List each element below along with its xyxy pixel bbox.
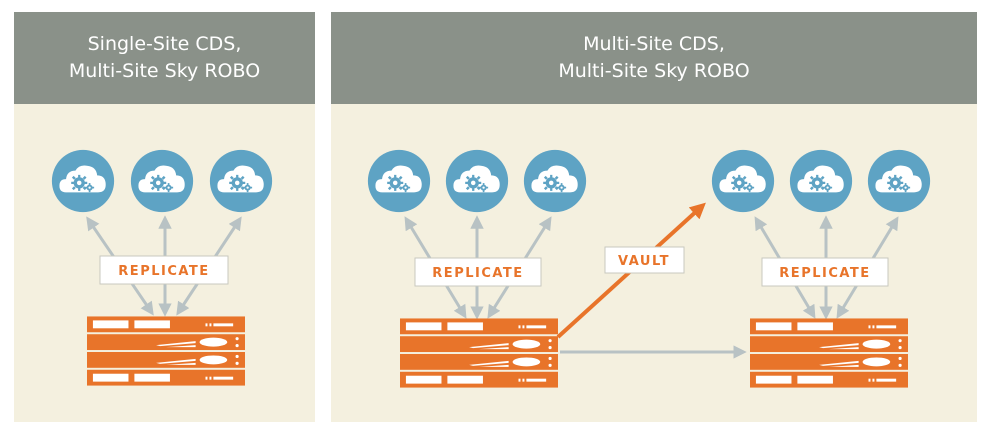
cloud-gear-icon [867,149,931,213]
multi-site-title-line1: Multi-Site CDS, [583,33,725,55]
left-replicate-label: REPLICATE [99,255,229,285]
cloud-gear-icon [523,149,587,213]
site-a-replicate-label: REPLICATE [414,257,542,287]
single-site-header: Single-Site CDS, Multi-Site Sky ROBO [14,12,315,104]
cloud-gear-icon [711,149,775,213]
cloud-gear-icon [51,149,115,213]
replicate-text: REPLICATE [118,264,209,279]
server-rack-icon [750,318,908,388]
site-b-replicate-label: REPLICATE [761,257,889,287]
replicate-text: REPLICATE [432,266,523,281]
replicate-text: REPLICATE [779,266,870,281]
single-site-title-line1: Single-Site CDS, [87,33,242,55]
server-rack-icon [87,316,245,386]
single-site-title-line2: Multi-Site Sky ROBO [68,60,261,82]
multi-site-title-line2: Multi-Site Sky ROBO [558,60,750,82]
cloud-gear-icon [209,149,273,213]
server-rack-icon [400,318,558,388]
cloud-gear-icon [130,149,194,213]
multi-site-header: Multi-Site CDS, Multi-Site Sky ROBO [331,12,977,104]
vault-text: VAULT [618,254,670,269]
vault-label: VAULT [604,246,685,274]
cloud-gear-icon [367,149,431,213]
cloud-gear-icon [445,149,509,213]
cloud-gear-icon [789,149,853,213]
